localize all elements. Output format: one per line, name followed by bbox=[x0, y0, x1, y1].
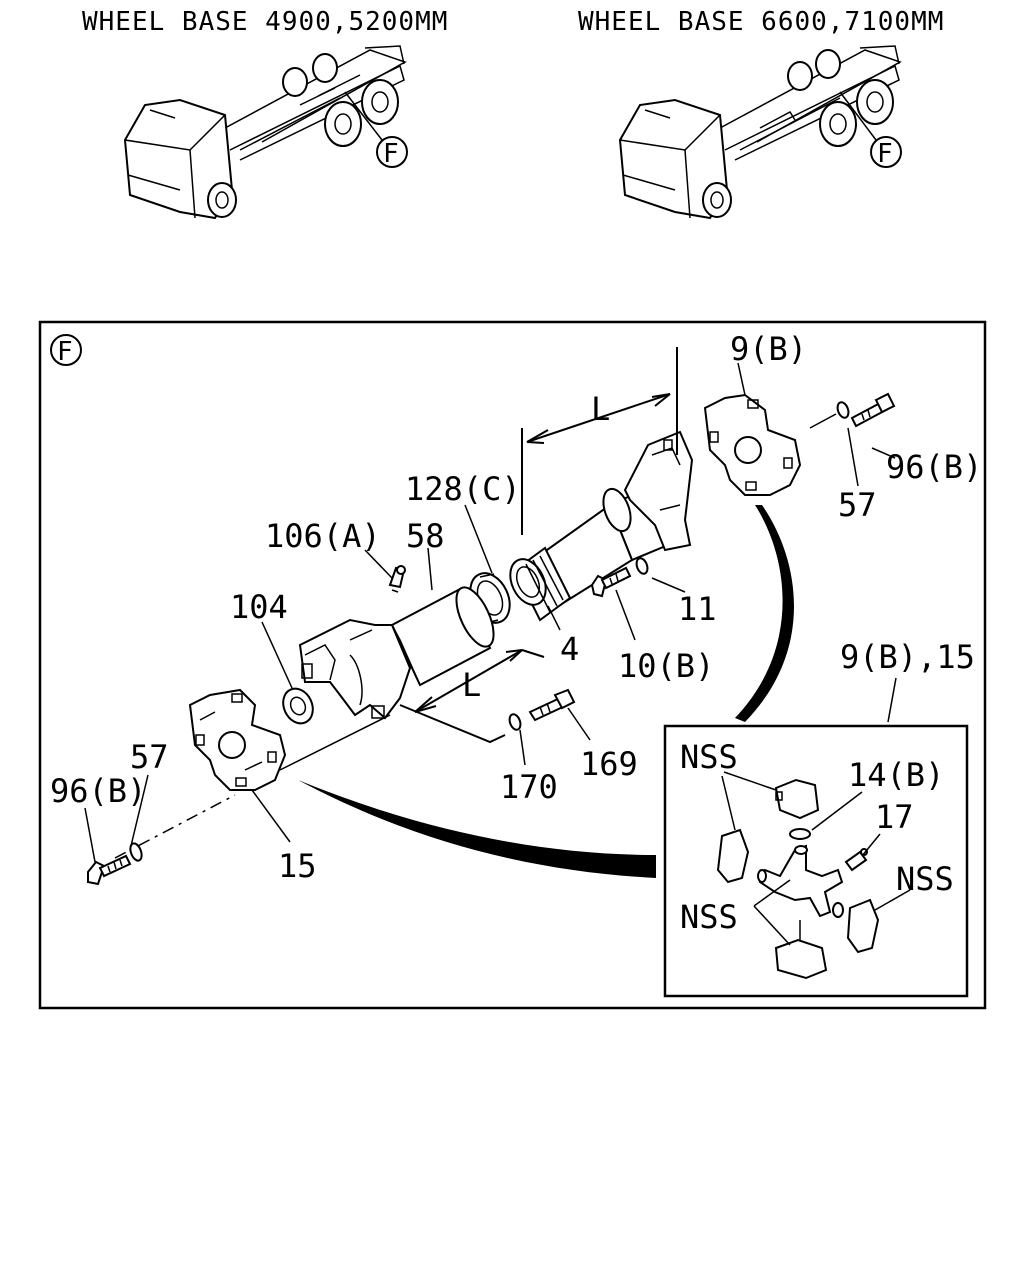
label-part-96b-right: 96(B) bbox=[886, 448, 982, 486]
bolt-96b-right bbox=[809, 392, 896, 429]
label-part-104: 104 bbox=[230, 588, 288, 626]
label-part-170: 170 bbox=[500, 768, 558, 806]
bolt-169 bbox=[508, 688, 576, 731]
view-f-bubble-left: F bbox=[383, 139, 399, 169]
splined-shaft-part-4 bbox=[509, 430, 694, 622]
label-nss-bottom: NSS bbox=[680, 898, 738, 936]
dimension-L-top bbox=[521, 347, 678, 535]
callout-curve-upper bbox=[735, 505, 795, 722]
leader-lines bbox=[84, 362, 897, 863]
flange-yoke-part-15 bbox=[188, 688, 287, 791]
view-f-bubble-right: F bbox=[877, 139, 893, 169]
truck-sketch-right: F bbox=[618, 45, 902, 220]
inset-frame bbox=[663, 724, 969, 998]
label-part-57-right: 57 bbox=[838, 486, 877, 524]
label-part-15: 15 bbox=[278, 847, 317, 885]
label-nss-right: NSS bbox=[896, 860, 954, 898]
label-dimension-L-top: L bbox=[591, 390, 610, 428]
header-wheelbase-left: WHEEL BASE 4900,5200MM bbox=[82, 7, 448, 37]
label-part-4: 4 bbox=[560, 630, 579, 668]
label-part-14b: 14(B) bbox=[848, 756, 944, 794]
label-part-106a: 106(A) bbox=[265, 517, 381, 555]
bushing-part-104 bbox=[282, 687, 314, 725]
header-wheelbase-right: WHEEL BASE 6600,7100MM bbox=[578, 7, 944, 37]
label-part-96b-left: 96(B) bbox=[50, 772, 146, 810]
callout-curve-lower bbox=[298, 780, 656, 878]
sleeve-tube-part-58 bbox=[390, 586, 495, 687]
ujoint-kit-inset bbox=[716, 771, 911, 980]
truck-sketch-left: F bbox=[123, 45, 408, 220]
view-f-marker: F bbox=[57, 337, 73, 367]
label-part-128c: 128(C) bbox=[405, 470, 521, 508]
label-dimension-L-mid: L bbox=[462, 666, 481, 704]
bolt-10b bbox=[590, 557, 649, 598]
left-bolt-axis bbox=[114, 794, 236, 859]
bolt-96b-left bbox=[87, 842, 143, 886]
slip-yoke bbox=[298, 618, 412, 720]
flange-yoke-9b bbox=[703, 393, 802, 496]
label-part-9b: 9(B) bbox=[730, 330, 807, 368]
label-part-10b: 10(B) bbox=[618, 647, 714, 685]
dimension-L-mid bbox=[399, 649, 545, 744]
shaft-axis-line bbox=[279, 714, 391, 771]
label-nss-top: NSS bbox=[680, 738, 738, 776]
label-part-169: 169 bbox=[580, 745, 638, 783]
label-part-17: 17 bbox=[875, 798, 914, 836]
label-part-58: 58 bbox=[406, 517, 445, 555]
label-part-11: 11 bbox=[678, 590, 717, 628]
label-part-57-left: 57 bbox=[130, 738, 169, 776]
detail-view-frame bbox=[38, 320, 987, 1010]
grease-fitting-106a bbox=[388, 565, 406, 593]
label-part-9b-15: 9(B),15 bbox=[840, 638, 975, 676]
